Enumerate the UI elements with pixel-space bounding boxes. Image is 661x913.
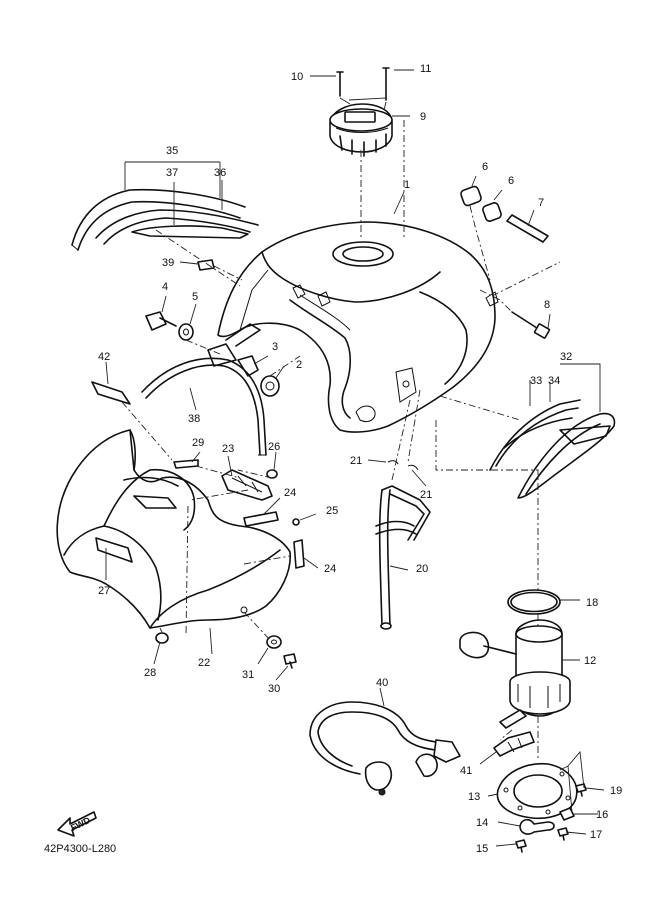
fuel-tank — [217, 221, 499, 433]
callout-37: 37 — [166, 167, 178, 179]
pump-fasteners — [515, 783, 587, 853]
diagram-code: 42P4300-L280 — [44, 843, 116, 855]
o-ring — [507, 589, 561, 615]
callout-9: 9 — [420, 111, 426, 123]
tank-mount-parts — [460, 185, 551, 339]
small-parts-left — [145, 259, 280, 397]
callout-19: 19 — [610, 785, 622, 797]
callout-24a: 24 — [284, 487, 296, 499]
fuel-cap — [329, 103, 393, 157]
callout-2: 2 — [296, 359, 302, 371]
callout-12: 12 — [584, 655, 596, 667]
callout-6b: 6 — [508, 175, 514, 187]
fuel-pump — [459, 619, 571, 729]
callout-34: 34 — [548, 375, 560, 387]
callout-20: 20 — [416, 563, 428, 575]
callout-40: 40 — [376, 677, 388, 689]
callout-1: 1 — [404, 179, 410, 191]
emblem — [91, 381, 131, 405]
callout-35: 35 — [166, 145, 178, 157]
callout-26: 26 — [268, 441, 280, 453]
callout-30: 30 — [268, 683, 280, 695]
pump-plate — [496, 762, 578, 820]
callout-29: 29 — [192, 437, 204, 449]
callout-39: 39 — [162, 257, 174, 269]
callout-42: 42 — [98, 351, 110, 363]
callout-38: 38 — [188, 413, 200, 425]
callout-14: 14 — [476, 817, 488, 829]
callout-41: 41 — [460, 765, 472, 777]
tank-side-cover-right — [489, 399, 616, 499]
breather-hose — [375, 460, 431, 630]
callout-6a: 6 — [482, 161, 488, 173]
callout-17: 17 — [590, 829, 602, 841]
callout-23: 23 — [222, 443, 234, 455]
fwd-arrow: FWD — [57, 811, 97, 837]
callout-31: 31 — [242, 669, 254, 681]
front-cover — [56, 429, 291, 644]
callout-numbers: 1 2 3 4 5 6 6 7 8 9 10 11 12 13 14 15 16… — [98, 63, 622, 855]
callout-24b: 24 — [324, 563, 336, 575]
callout-21b: 21 — [420, 489, 432, 501]
callout-22: 22 — [198, 657, 210, 669]
callout-33: 33 — [530, 375, 542, 387]
leader-lines — [105, 69, 605, 847]
callout-4: 4 — [162, 281, 168, 293]
callout-25: 25 — [326, 505, 338, 517]
callout-11: 11 — [420, 63, 431, 75]
callout-18: 18 — [586, 597, 598, 609]
callout-27: 27 — [98, 585, 110, 597]
callout-21a: 21 — [350, 455, 362, 467]
callout-8: 8 — [544, 299, 550, 311]
callout-16: 16 — [596, 809, 608, 821]
callout-28: 28 — [144, 667, 156, 679]
callout-3: 3 — [272, 341, 278, 353]
callout-10: 10 — [291, 71, 303, 83]
callout-32: 32 — [560, 351, 572, 363]
callout-36: 36 — [214, 167, 226, 179]
callout-15: 15 — [476, 843, 488, 855]
hose-clip — [493, 731, 535, 757]
callout-5: 5 — [192, 291, 198, 303]
cap-bolts — [336, 67, 390, 111]
trim-strip — [141, 357, 267, 456]
callout-13: 13 — [468, 791, 480, 803]
tank-side-cover-left — [71, 188, 259, 251]
cover-brackets — [173, 459, 305, 569]
callout-7: 7 — [538, 197, 544, 209]
cover-fasteners — [266, 635, 297, 669]
fuel-hose — [309, 701, 461, 796]
